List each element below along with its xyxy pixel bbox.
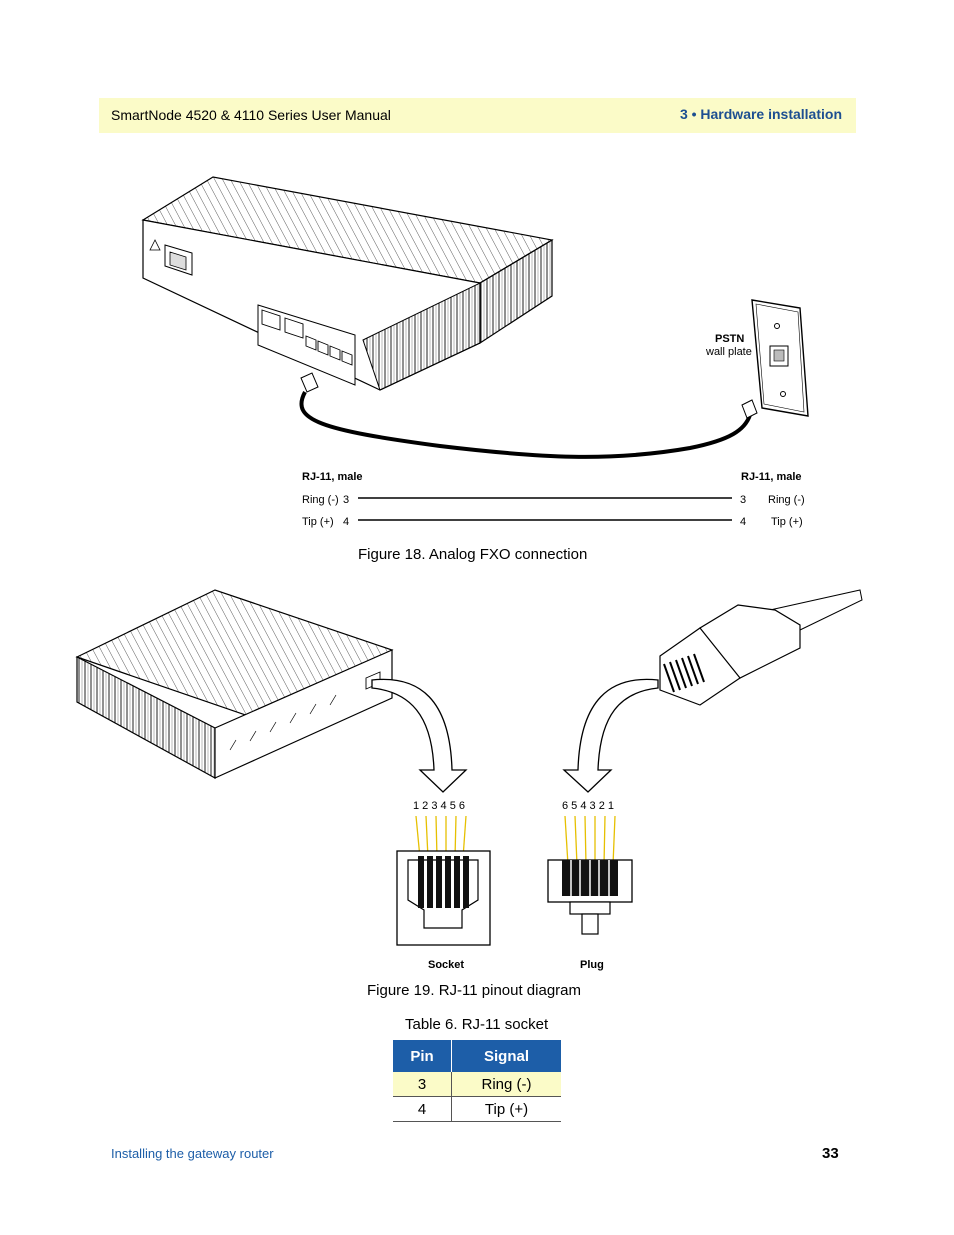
rj11-plug-cable	[659, 589, 863, 706]
right-tip-signal: Tip (+)	[771, 516, 803, 528]
right-tip-pin: 4	[740, 516, 746, 528]
page-number: 33	[822, 1145, 839, 1162]
chapter-title: 3 • Hardware installation	[679, 106, 842, 122]
pstn-wall-plate	[751, 299, 809, 417]
socket-arrow	[371, 678, 468, 793]
plug-arrow	[562, 678, 659, 793]
signal-cell: Ring (-)	[451, 1072, 561, 1097]
manual-title: SmartNode 4520 & 4110 Series User Manual	[111, 107, 391, 123]
pin-cell: 4	[393, 1096, 452, 1122]
figure-18-caption: Figure 18. Analog FXO connection	[358, 546, 588, 563]
plug-label: Plug	[580, 959, 604, 971]
page-header: SmartNode 4520 & 4110 Series User Manual…	[99, 98, 856, 133]
socket-pin-numbers: 1 2 3 4 5 6	[413, 800, 465, 812]
socket-label: Socket	[428, 959, 464, 971]
figure-19-caption: Figure 19. RJ-11 pinout diagram	[367, 982, 581, 999]
router-device-back	[75, 589, 394, 780]
left-tip-pin: 4	[343, 516, 349, 528]
rj11-socket	[396, 850, 491, 946]
footer-section-title: Installing the gateway router	[111, 1146, 274, 1161]
wall-plate-label-line1: PSTN	[715, 333, 744, 345]
signal-cell: Tip (+)	[451, 1096, 561, 1122]
table-6-caption: Table 6. RJ-11 socket	[405, 1016, 549, 1033]
plug-pin-wires	[564, 815, 616, 866]
plug-pin-numbers: 6 5 4 3 2 1	[562, 800, 614, 812]
rj11-socket-table: Pin Signal 3 Ring (-) 4 Tip (+)	[393, 1040, 561, 1122]
column-header-signal: Signal	[451, 1040, 561, 1072]
left-ring-pin: 3	[343, 494, 349, 506]
right-ring-pin: 3	[740, 494, 746, 506]
router-device	[141, 176, 554, 391]
table-header-row: Pin Signal	[393, 1040, 561, 1072]
figure-18-illustration: PSTN wall plate RJ-11, male RJ-11, male …	[141, 176, 809, 528]
left-connector-heading: RJ-11, male	[302, 471, 363, 483]
rj11-plug	[547, 859, 633, 935]
right-ring-signal: Ring (-)	[768, 494, 805, 506]
rj11-cable	[299, 372, 758, 459]
pin-cell: 3	[393, 1072, 452, 1097]
wall-plate-label-line2: wall plate	[705, 346, 752, 358]
left-ring-signal: Ring (-)	[302, 494, 339, 506]
figure-19-illustration: 1 2 3 4 5 6 6 5 4 3 2 1	[75, 589, 863, 971]
right-connector-heading: RJ-11, male	[741, 471, 802, 483]
left-tip-signal: Tip (+)	[302, 516, 334, 528]
column-header-pin: Pin	[393, 1040, 452, 1072]
table-row: 3 Ring (-)	[393, 1072, 561, 1097]
table-row: 4 Tip (+)	[393, 1096, 561, 1122]
